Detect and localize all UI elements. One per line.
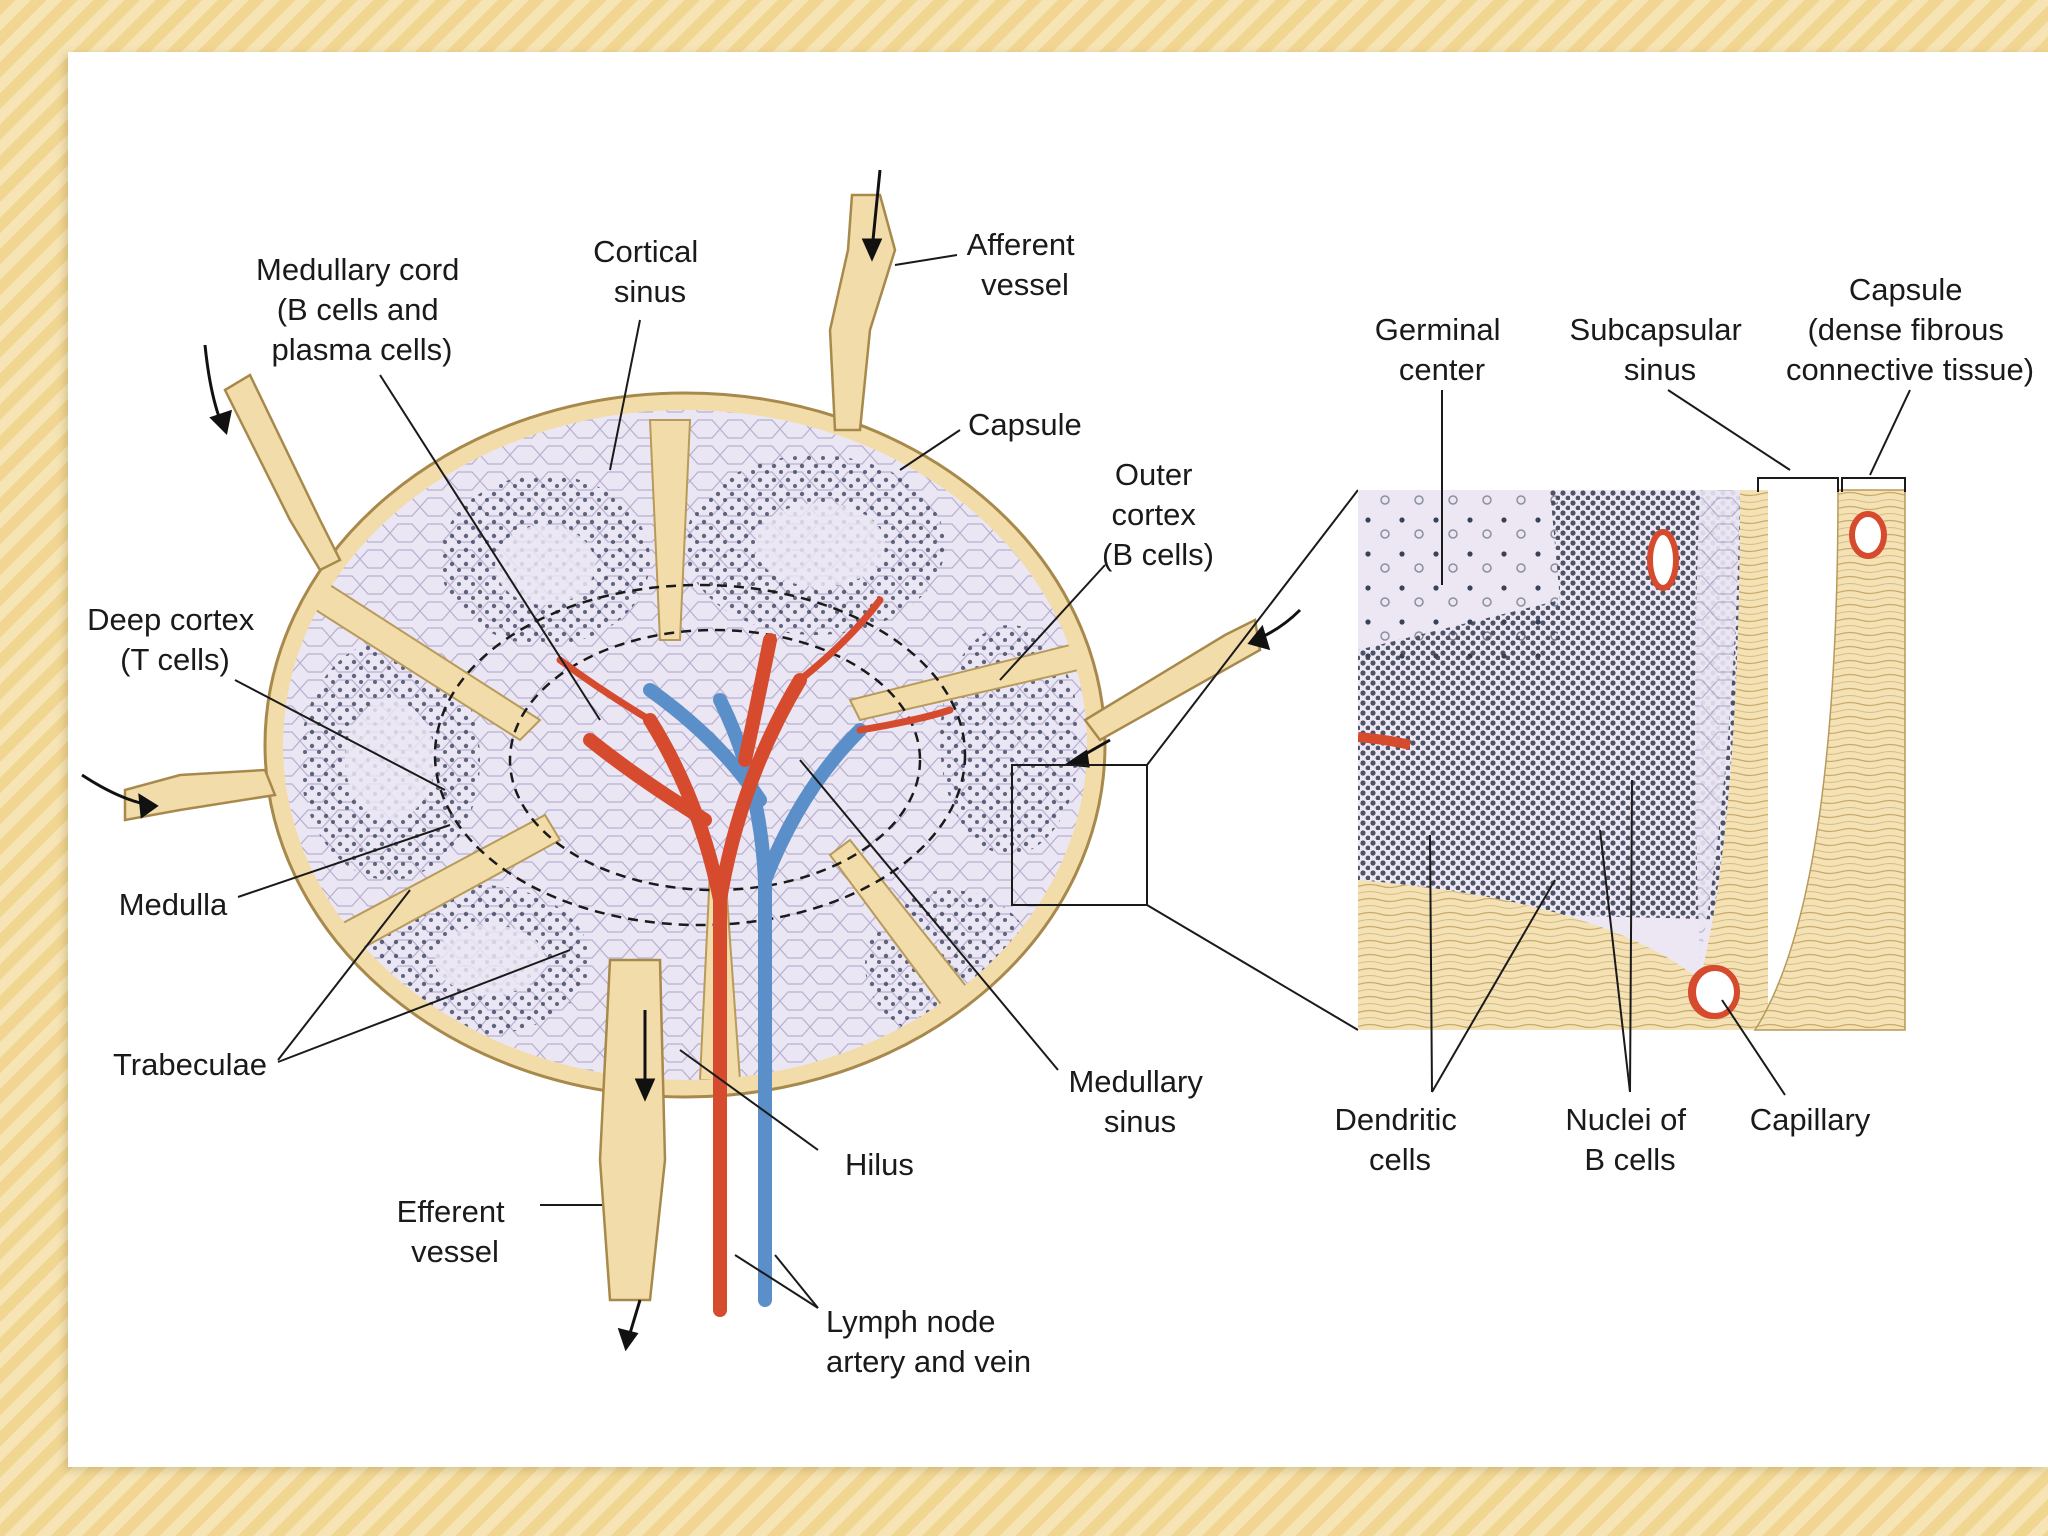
detail-zoom-box bbox=[1011, 764, 1148, 906]
capsule-capillary bbox=[1849, 511, 1887, 559]
detail-capsule bbox=[1753, 489, 1906, 1031]
afferent-vessels bbox=[123, 193, 1262, 822]
label-afferent-vessel: Afferent vessel bbox=[967, 227, 1084, 302]
label-subcapsular-sinus: Subcapsular sinus bbox=[1570, 312, 1751, 387]
label-efferent-vessel: Efferent vessel bbox=[397, 1194, 514, 1269]
label-deep-cortex: Deep cortex (T cells) bbox=[87, 602, 263, 677]
efferent-vessel-tube bbox=[598, 958, 667, 1302]
lymph-node bbox=[81, 169, 1359, 1352]
label-medulla: Medulla bbox=[119, 887, 228, 922]
labels: Medullary cord (B cells and plasma cells… bbox=[87, 227, 2034, 1379]
fiber-capillary bbox=[1690, 965, 1740, 1019]
detail-inset bbox=[1358, 490, 1768, 1030]
label-lymph-node-artery-vein: Lymph node artery and vein bbox=[826, 1304, 1031, 1379]
flow-arrows bbox=[81, 169, 1302, 1352]
label-capillary: Capillary bbox=[1750, 1102, 1871, 1137]
label-outer-cortex: Outer cortex (B cells) bbox=[1102, 457, 1214, 572]
label-hilus: Hilus bbox=[845, 1147, 914, 1182]
label-medullary-cord: Medullary cord (B cells and plasma cells… bbox=[256, 252, 468, 367]
capsule-bracket bbox=[1841, 477, 1906, 492]
label-capsule-detail: Capsule (dense fibrous connective tissue… bbox=[1786, 272, 2034, 387]
blood-vessels bbox=[556, 596, 954, 1317]
label-nuclei-b-cells: Nuclei of B cells bbox=[1565, 1102, 1694, 1177]
follicles bbox=[300, 455, 1080, 1040]
leader-lines bbox=[234, 254, 1911, 1309]
label-trabeculae: Trabeculae bbox=[113, 1047, 267, 1082]
label-capsule: Capsule bbox=[968, 407, 1082, 442]
subcapsular-bracket bbox=[1757, 477, 1839, 492]
label-germinal-center: Germinal center bbox=[1375, 312, 1509, 387]
label-cortical-sinus: Cortical sinus bbox=[593, 234, 707, 309]
medulla-ring bbox=[508, 628, 922, 892]
label-dendritic-cells: Dendritic cells bbox=[1335, 1102, 1466, 1177]
deep-cortex-ring bbox=[433, 583, 967, 927]
label-medullary-sinus: Medullary sinus bbox=[1068, 1064, 1211, 1139]
